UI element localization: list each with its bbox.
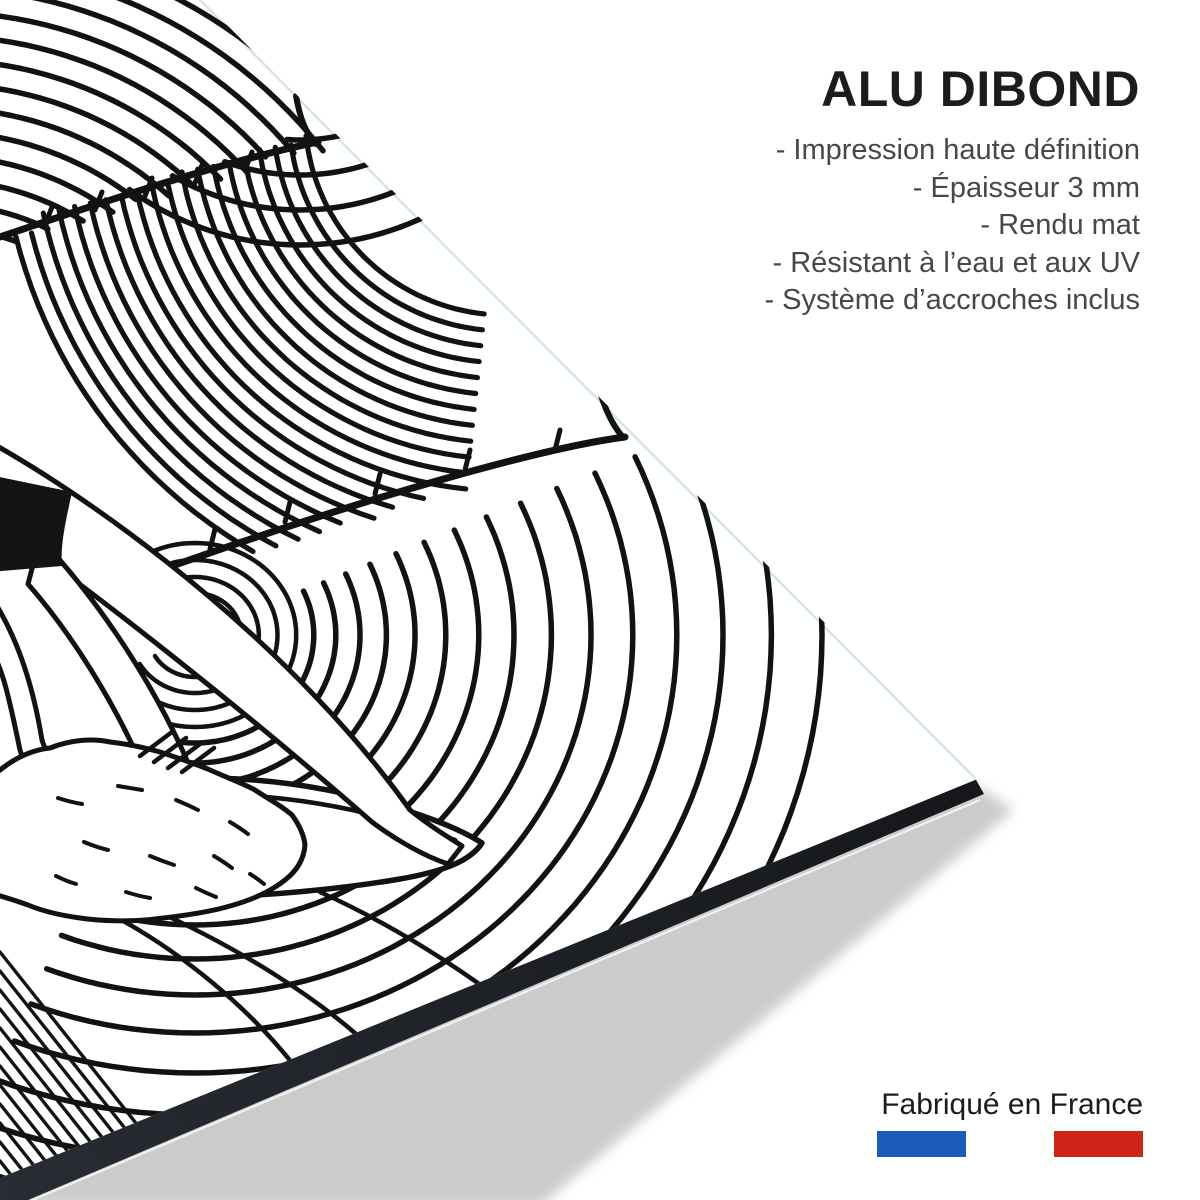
feature-line-hanging: - Système d’accroches inclus bbox=[764, 284, 1140, 316]
shorts bbox=[0, 475, 72, 572]
flag-white-stripe bbox=[965, 1131, 1055, 1157]
product-title: ALU DIBOND bbox=[821, 61, 1140, 117]
feature-line-print-quality: - Impression haute définition bbox=[775, 134, 1140, 166]
spine-barbs bbox=[42, 149, 563, 552]
feature-line-resistance: - Résistant à l’eau et aux UV bbox=[772, 246, 1140, 279]
product-banner: ALU DIBOND - Impression haute définition… bbox=[764, 60, 1140, 320]
second-crest bbox=[13, 133, 487, 555]
french-flag bbox=[877, 1131, 1144, 1157]
hatch-patch bbox=[137, 729, 217, 775]
spine-2 bbox=[171, 433, 629, 569]
panel-edge-glint bbox=[29, 798, 981, 1200]
spine-1-tip bbox=[293, 93, 319, 147]
panel-edge-band bbox=[0, 778, 984, 1200]
front-leg bbox=[0, 439, 465, 867]
surfer-wave-line-art bbox=[0, 0, 825, 1178]
flag-blue-stripe bbox=[877, 1131, 966, 1157]
foam-dashes bbox=[54, 784, 266, 900]
feature-line-thickness: - Épaisseur 3 mm bbox=[912, 171, 1140, 204]
panel-top-edge-line bbox=[198, 0, 976, 779]
foam bbox=[0, 737, 308, 924]
made-in-france-block: Fabriqué en France bbox=[877, 1088, 1144, 1157]
made-in-france-label: Fabriqué en France bbox=[881, 1088, 1143, 1121]
feature-line-matte: - Rendu mat bbox=[980, 209, 1140, 241]
flag-red-stripe bbox=[1054, 1131, 1144, 1157]
